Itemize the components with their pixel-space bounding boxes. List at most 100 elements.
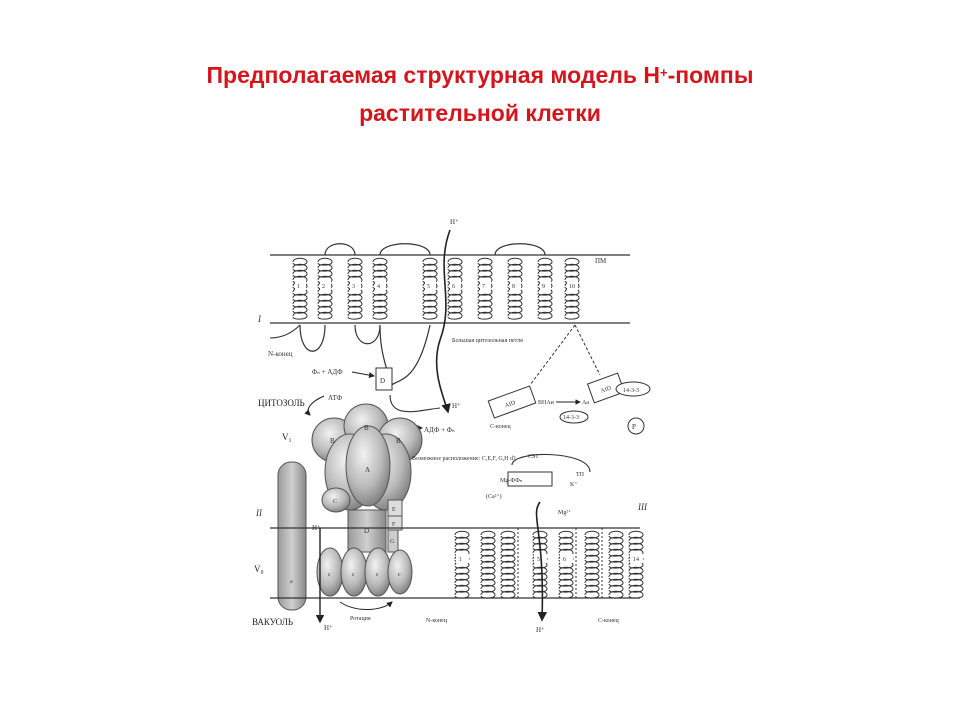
arrow-to-d <box>351 371 375 379</box>
loop-4 <box>379 243 431 256</box>
helix-number-9: 9 <box>542 284 545 290</box>
label-mg-plus: Mg²⁺ <box>558 509 571 516</box>
label-p: P <box>632 423 636 431</box>
box-mg-ff <box>507 471 553 487</box>
label-ca: (Ca²⁺) <box>486 493 502 500</box>
label-n-term-bottom: N-конец <box>426 618 448 624</box>
vm-helix-number-8: 14 <box>633 557 639 563</box>
vm-helix-8 <box>628 530 644 599</box>
helix-number-bg <box>375 281 386 290</box>
label-atp: АТФ <box>328 394 343 402</box>
label-sub-a: a <box>290 579 293 585</box>
subunit-g <box>387 529 399 553</box>
helix-number-1: 1 <box>297 284 300 290</box>
helix-number-bg <box>320 281 331 290</box>
vm-helix-2 <box>480 530 496 599</box>
label-box-d: D <box>380 377 385 385</box>
label-h-mid: H⁺ <box>452 402 461 410</box>
label-aid2: AID <box>600 385 613 395</box>
n-term-line-top <box>269 324 301 339</box>
label-c-term-bottom: С-конец <box>598 618 619 624</box>
label-sub-e: E <box>392 507 396 513</box>
subunit-c-stalk <box>321 487 351 513</box>
label-rotation: Ротация <box>350 616 371 622</box>
title-line2: растительной клетки <box>359 100 601 126</box>
label-c-ring-4: c <box>398 572 401 578</box>
helix-number-4: 4 <box>377 284 380 290</box>
helix-number-bg <box>450 281 461 290</box>
slide-title: Предполагаемая структурная модель H+-пом… <box>0 56 960 132</box>
label-h-left: H⁺ <box>312 524 321 532</box>
loop-2 <box>324 243 356 256</box>
label-sub-a-big: A <box>365 466 370 474</box>
helix-number-6: 6 <box>452 284 455 290</box>
vm-helix-number-bg <box>630 554 643 563</box>
aid-box-1 <box>487 385 537 419</box>
oval-1433-b <box>559 410 589 424</box>
label-sub-g: G <box>390 539 395 545</box>
helix-number-3: 3 <box>352 284 355 290</box>
arrow-atp <box>304 395 325 416</box>
proton-path-ppase <box>535 501 548 622</box>
helix-number-bg <box>540 281 551 290</box>
loop-3 <box>354 324 381 345</box>
label-h-top: H⁺ <box>450 218 459 226</box>
subunit-d-block <box>347 509 387 553</box>
label-aa: Аа <box>582 400 589 406</box>
helix-number-7: 7 <box>482 284 485 290</box>
v1-stalk: C D E F G <box>321 487 403 553</box>
vm-helix-number-bg <box>560 554 573 563</box>
subunit-a-bar <box>277 461 307 611</box>
vm-helix-6 <box>584 530 600 599</box>
label-sub-b2: B <box>364 424 369 432</box>
label-sub-b: B <box>330 437 335 445</box>
label-bhad: ВНАи <box>538 400 555 406</box>
helix-number-bg <box>567 281 578 290</box>
label-tp: ТП <box>576 472 585 478</box>
vm-helix-number-5: 6 <box>563 557 566 563</box>
label-sub-c: C <box>333 499 337 505</box>
vm-helix-number-bg <box>456 554 469 563</box>
aid-box-1-group: AID <box>487 385 537 419</box>
helix-number-10: 10 <box>569 284 575 290</box>
vm-cytosol-loop <box>511 453 591 473</box>
vm-helix-number-4: 5 <box>537 557 540 563</box>
rotation-arrow <box>339 601 393 610</box>
label-adp-phi: АДФ + Φₙ <box>424 426 455 434</box>
d-to-loop <box>389 394 441 413</box>
oval-1433-a <box>615 381 651 397</box>
circle-p <box>627 417 645 435</box>
label-h-vac-left: H⁺ <box>324 624 333 632</box>
helix-number-2: 2 <box>322 284 325 290</box>
label-possible-location: Возможное расположение: C,E,F, G,H d? <box>412 456 516 462</box>
vm-helix-5 <box>558 530 574 599</box>
label-k-plus: K⁺ <box>570 481 578 488</box>
vm-helix-3 <box>500 530 516 599</box>
aid-box-2 <box>586 372 626 404</box>
label-c-ring-2: c <box>352 572 355 578</box>
title-line1-after: -помпы <box>667 62 754 88</box>
label-sub-f: F <box>392 522 396 528</box>
label-h-vac-right: H⁺ <box>536 626 545 634</box>
label-1433-a: 14-3-3 <box>623 388 639 394</box>
label-aid1: AID <box>504 400 517 410</box>
big-loop-line <box>389 324 431 391</box>
label-sub-d: D <box>364 527 369 535</box>
label-mg-ff: Mg-ФФₙ <box>500 478 523 484</box>
subunit-a-center <box>345 425 391 507</box>
helix-number-5: 5 <box>427 284 430 290</box>
loop-6 <box>494 243 546 256</box>
label-n-term-top: N-конец <box>268 350 293 358</box>
label-c-term-mid: С-конец <box>490 424 511 430</box>
label-roman-2: II <box>255 508 263 518</box>
big-loop-text: Большая цитозольная петля <box>452 338 523 344</box>
title-line1-before: Предполагаемая структурная модель H <box>206 62 661 88</box>
vm-helix-1 <box>454 530 470 599</box>
c-tail-dash-1 <box>574 324 601 376</box>
helix-number-8: 8 <box>512 284 515 290</box>
title-superscript: + <box>660 65 668 80</box>
vm-helix-7 <box>608 530 624 599</box>
label-cytosol: ЦИТОЗОЛЬ <box>258 398 305 408</box>
